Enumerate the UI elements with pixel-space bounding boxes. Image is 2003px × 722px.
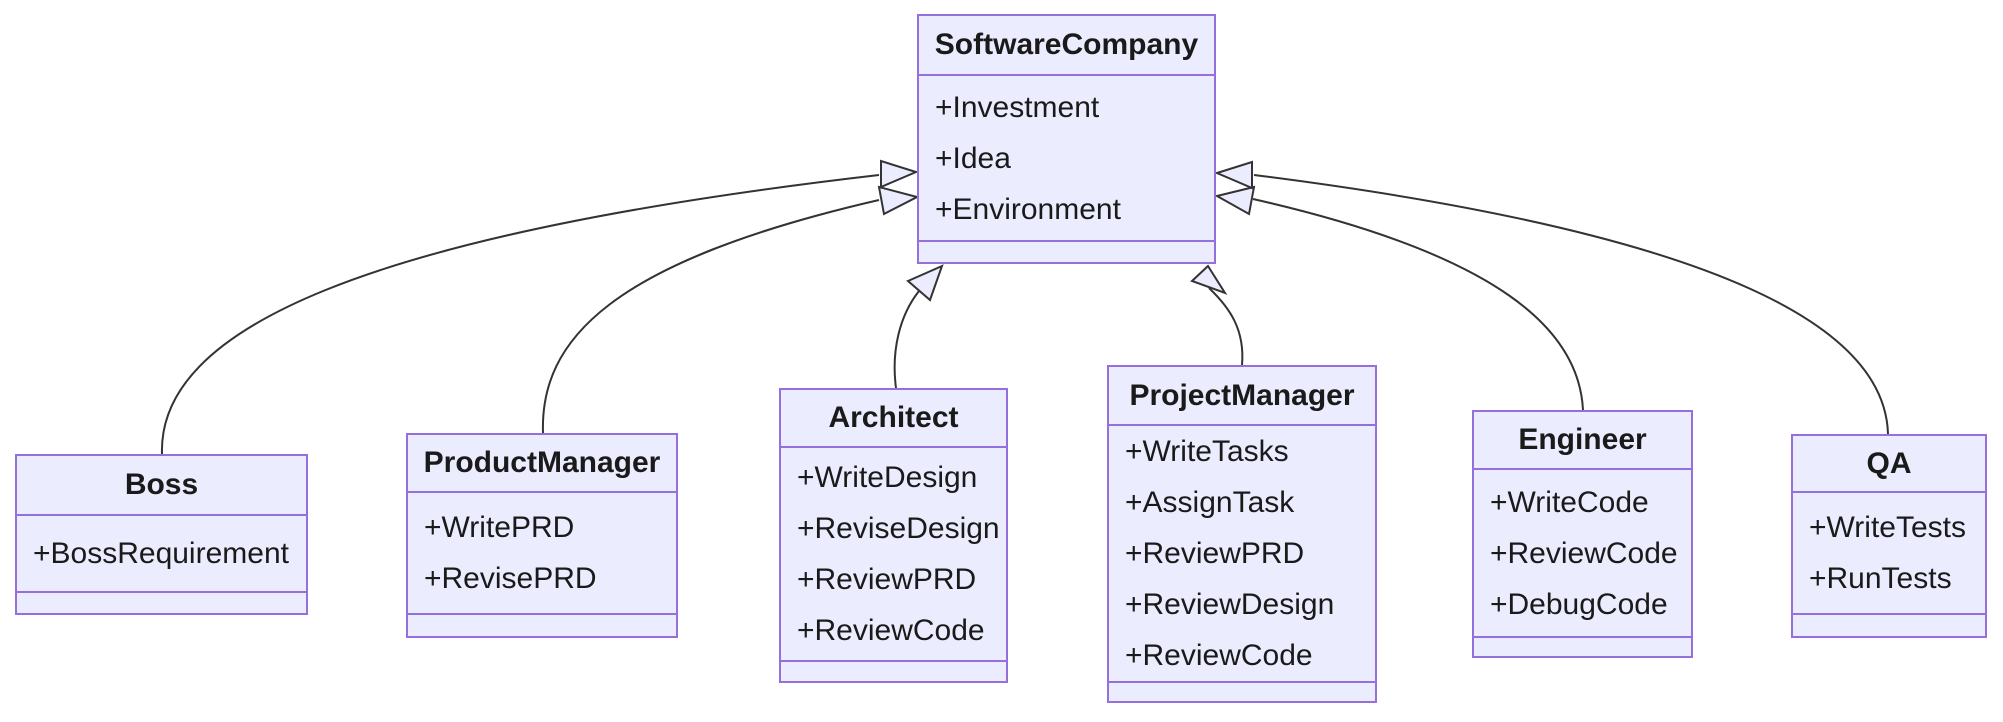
- inheritance-arrowhead-boss-icon: [880, 159, 919, 189]
- edge-projectmanager-to-softwarecompany: [1208, 287, 1244, 366]
- class-title: Architect: [781, 390, 1006, 448]
- class-attribute: +AssignTask: [1125, 486, 1295, 519]
- class-title: SoftwareCompany: [919, 16, 1214, 76]
- class-attribute: +ReviewPRD: [1125, 537, 1305, 570]
- class-attributes-section: +BossRequirement: [17, 516, 306, 593]
- edge-boss-to-softwarecompany: [160, 174, 880, 455]
- class-attributes-section: +WriteCode +ReviewCode +DebugCode: [1474, 470, 1691, 638]
- class-attribute: +ReviewCode: [797, 614, 985, 647]
- class-methods-section-empty: [1474, 638, 1691, 656]
- class-attributes-section: +Investment +Idea +Environment: [919, 76, 1214, 242]
- class-attribute: +ReviseDesign: [797, 512, 1000, 545]
- inheritance-arrowhead-engineer-icon: [1214, 185, 1256, 216]
- class-attribute: +ReviewCode: [1125, 639, 1313, 672]
- edge-architect-to-softwarecompany: [893, 290, 920, 389]
- inheritance-arrowhead-architect-icon: [906, 264, 944, 302]
- class-box-softwarecompany: SoftwareCompany +Investment +Idea +Envir…: [917, 14, 1216, 264]
- edge-productmanager-to-softwarecompany: [541, 199, 880, 434]
- class-attribute: +ReviewPRD: [797, 563, 977, 596]
- class-attribute: +WriteCode: [1490, 485, 1649, 519]
- class-title: ProductManager: [408, 435, 676, 493]
- class-attribute: +ReviewCode: [1490, 536, 1678, 570]
- class-methods-section-empty: [919, 242, 1214, 262]
- class-box-architect: Architect +WriteDesign +ReviseDesign +Re…: [779, 388, 1008, 683]
- class-title: QA: [1793, 436, 1985, 493]
- inheritance-arrowhead-qa-icon: [1214, 160, 1253, 190]
- class-methods-section-empty: [1109, 683, 1375, 701]
- edge-engineer-to-softwarecompany: [1252, 198, 1584, 411]
- inheritance-arrowhead-productmanager-icon: [877, 185, 920, 216]
- class-attribute: +RunTests: [1809, 562, 1952, 595]
- class-box-projectmanager: ProjectManager +WriteTasks +AssignTask +…: [1107, 365, 1377, 703]
- class-attribute: +BossRequirement: [33, 537, 289, 570]
- class-title: Boss: [17, 456, 306, 516]
- class-title: ProjectManager: [1109, 367, 1375, 426]
- class-attribute: +RevisePRD: [424, 562, 597, 595]
- class-attribute: +DebugCode: [1490, 587, 1668, 621]
- class-box-boss: Boss +BossRequirement: [15, 454, 308, 615]
- class-attribute: +Investment: [935, 90, 1100, 124]
- class-box-qa: QA +WriteTests +RunTests: [1791, 434, 1987, 638]
- edge-qa-to-softwarecompany: [1253, 174, 1889, 435]
- class-methods-section-empty: [1793, 615, 1985, 636]
- class-attribute: +WriteTests: [1809, 511, 1966, 544]
- class-box-productmanager: ProductManager +WritePRD +RevisePRD: [406, 433, 678, 638]
- class-attribute: +Idea: [935, 141, 1011, 175]
- class-attributes-section: +WritePRD +RevisePRD: [408, 493, 676, 615]
- class-attributes-section: +WriteTests +RunTests: [1793, 493, 1985, 615]
- class-attributes-section: +WriteTasks +AssignTask +ReviewPRD +Revi…: [1109, 426, 1375, 683]
- class-methods-section-empty: [781, 662, 1006, 681]
- class-attribute: +Environment: [935, 192, 1121, 226]
- class-attribute: +WritePRD: [424, 511, 575, 544]
- class-attributes-section: +WriteDesign +ReviseDesign +ReviewPRD +R…: [781, 448, 1006, 662]
- class-attribute: +WriteTasks: [1125, 435, 1289, 468]
- class-title: Engineer: [1474, 412, 1691, 470]
- class-attribute: +ReviewDesign: [1125, 588, 1335, 621]
- class-methods-section-empty: [17, 593, 306, 613]
- class-methods-section-empty: [408, 615, 676, 636]
- class-attribute: +WriteDesign: [797, 461, 978, 494]
- inheritance-arrowhead-projectmanager-icon: [1190, 264, 1228, 295]
- class-box-engineer: Engineer +WriteCode +ReviewCode +DebugCo…: [1472, 410, 1693, 658]
